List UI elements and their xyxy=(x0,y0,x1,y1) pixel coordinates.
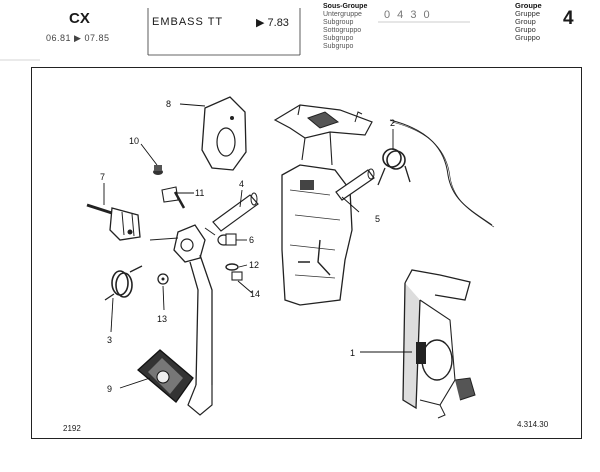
sub-group-labels: Sous-Groupe Untergruppe Subgroup Sottogr… xyxy=(323,3,367,51)
callout-11: 11 xyxy=(195,188,204,198)
callout-2: 2 xyxy=(390,118,395,128)
callout-7: 7 xyxy=(100,172,105,182)
figure-reference: 4.314.30 xyxy=(517,420,549,429)
callout-1: 1 xyxy=(350,348,355,358)
diagram-frame xyxy=(31,67,582,439)
part-13-washer xyxy=(157,273,169,285)
part-1-pedal-assembly xyxy=(402,269,476,419)
group-labels: Groupe Gruppe Group Grupo Gruppo xyxy=(515,2,542,42)
part-8-gasket xyxy=(201,96,247,171)
callout-14: 14 xyxy=(250,289,260,299)
page-title: EMBASS TT xyxy=(152,16,224,28)
date-from: ▶ 7.83 xyxy=(256,17,289,29)
callout-5: 5 xyxy=(375,214,380,224)
group-label: Gruppe xyxy=(515,9,541,18)
part-3-return-spring xyxy=(104,265,143,301)
part-5-pin xyxy=(335,168,375,201)
clutch-cable xyxy=(389,119,493,226)
pedal-bracket xyxy=(273,104,373,166)
part-14-washer xyxy=(231,271,243,281)
group-number: 4 xyxy=(563,8,574,29)
date-range: 06.81 ▶ 07.85 xyxy=(46,33,110,43)
part-2-spring xyxy=(377,148,411,186)
sub-group-label: Subgrupo xyxy=(323,43,354,50)
callout-leaders xyxy=(103,103,412,389)
callout-6: 6 xyxy=(249,235,254,245)
part-12-clip xyxy=(225,263,239,271)
part-7-clevis-rod xyxy=(86,203,141,241)
sub-group-label: Untergruppe xyxy=(323,11,362,18)
callout-13: 13 xyxy=(157,314,167,324)
group-label: Groupe xyxy=(515,1,542,10)
callout-10: 10 xyxy=(129,136,139,146)
sub-group-label: Sous-Groupe xyxy=(323,3,368,10)
group-label: Grupo xyxy=(515,25,536,34)
callout-9: 9 xyxy=(107,384,112,394)
callout-3: 3 xyxy=(107,335,112,345)
group-label: Gruppo xyxy=(515,33,541,42)
group-label: Group xyxy=(515,17,536,26)
part-11-bolt xyxy=(161,186,186,209)
part-6-bushing xyxy=(217,233,237,246)
part-9-pedal-pad xyxy=(137,349,194,403)
model-label: CX xyxy=(69,10,90,27)
callout-12: 12 xyxy=(249,260,259,270)
callout-4: 4 xyxy=(239,179,244,189)
central-casting xyxy=(281,164,353,306)
sub-group-code: 0 4 3 0 xyxy=(384,9,432,21)
part-4-shaft xyxy=(212,192,259,232)
sub-group-label: Sottogruppo xyxy=(323,27,362,34)
pedal-arm xyxy=(149,224,216,416)
sub-group-label: Subgroup xyxy=(323,19,354,26)
callout-8: 8 xyxy=(166,99,171,109)
figure-number: 2192 xyxy=(63,424,81,433)
sub-group-label: Subgrupo xyxy=(323,35,354,42)
part-10-nut xyxy=(153,165,163,175)
